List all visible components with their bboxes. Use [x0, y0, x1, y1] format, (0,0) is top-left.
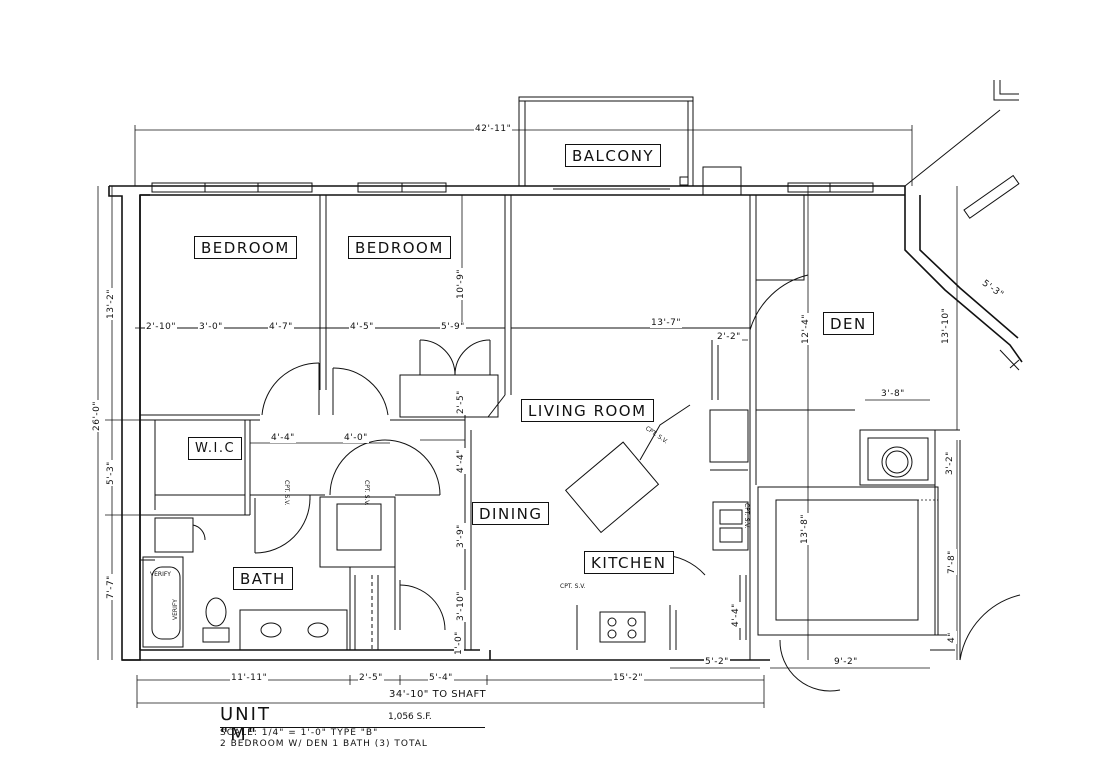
kitchen-label: KITCHEN — [584, 551, 674, 574]
unit-description: 2 BEDROOM W/ DEN 1 BATH (3) TOTAL — [220, 739, 428, 749]
cpt-sv-note-5: CPT. S.V. — [743, 503, 750, 529]
bed-w3-dim: 4'-7" — [268, 322, 294, 332]
balcony-label: BALCONY — [565, 144, 662, 167]
bed-depth-dim: 10'-9" — [456, 267, 466, 300]
den-height-dim: 12'-4" — [801, 312, 811, 345]
bottom-4-dim: 15'-2" — [612, 673, 645, 683]
shaft-w-dim: 3'-8" — [880, 389, 906, 399]
hall-4-dim: 1'-0" — [454, 630, 464, 656]
bed-w2-dim: 3'-0" — [198, 322, 224, 332]
unit-area: 1,056 S.F. — [388, 712, 432, 722]
hall-2-dim: 3'-9" — [456, 523, 466, 549]
balcony-outline — [518, 96, 694, 190]
unit-title: UNIT "M" — [220, 704, 271, 745]
closet-depth-dim: 2'-5" — [456, 389, 466, 415]
wic-w2-dim: 4'-0" — [343, 433, 369, 443]
left-bottom-dim: 7'-7" — [106, 574, 116, 600]
verify-note-2: VERIFY — [172, 599, 179, 620]
interior-walls — [140, 194, 961, 660]
bedroom-2-label: BEDROOM — [348, 236, 451, 259]
wic-label: W.I.C — [188, 437, 243, 460]
dining-label: DINING — [472, 502, 550, 525]
right-bottom-dim: 4" — [947, 631, 957, 644]
wic-w1-dim: 4'-4" — [270, 433, 296, 443]
right-lower-dim: 7'-8" — [947, 549, 957, 575]
bottom-1-dim: 11'-11" — [230, 673, 269, 683]
living-width-dim: 13'-7" — [650, 318, 683, 328]
den-right-dim: 13'-10" — [941, 306, 951, 345]
bath-label: BATH — [233, 567, 293, 590]
living-room-label: LIVING ROOM — [521, 399, 654, 422]
bed-w4-dim: 4'-5" — [349, 322, 375, 332]
overall-depth-dim: 26'-0" — [92, 399, 102, 432]
total-to-shaft-dim: 34'-10" TO SHAFT — [388, 689, 488, 700]
bottom-5-dim: 5'-2" — [704, 657, 730, 667]
left-mid-dim: 5'-3" — [106, 460, 116, 486]
unit-scale: SCALE: 1/4" = 1'-0" TYPE "B" — [220, 728, 379, 738]
kitchen-h-dim: 4'-4" — [731, 602, 741, 628]
title-underline — [220, 727, 485, 728]
bottom-6-dim: 9'-2" — [833, 657, 859, 667]
exterior-walls — [108, 185, 1023, 661]
cpt-sv-note-2: CPT. S.V. — [363, 480, 370, 506]
kitchen-nook-dim: 2'-2" — [716, 332, 742, 342]
shaft-hatch — [757, 429, 939, 636]
elev-h-dim: 13'-8" — [800, 512, 810, 545]
shaft-h-dim: 3'-2" — [945, 450, 955, 476]
hall-1-dim: 4'-4" — [456, 448, 466, 474]
hall-3-dim: 3'-10" — [456, 589, 466, 622]
bed-w1-dim: 2'-10" — [145, 322, 178, 332]
bed-w5-dim: 5'-9" — [440, 322, 466, 332]
windows — [151, 166, 1020, 219]
verify-note-1: VERIFY — [150, 571, 171, 578]
den-label: DEN — [823, 312, 874, 335]
left-top-dim: 13'-2" — [106, 287, 116, 320]
cpt-sv-note-1: CPT. S.V. — [283, 480, 290, 506]
door-swings — [192, 274, 1021, 692]
corner-detail — [904, 80, 1020, 660]
cpt-sv-note-4: CPT. S.V. — [560, 583, 586, 590]
bedroom-1-label: BEDROOM — [194, 236, 297, 259]
bottom-2-dim: 2'-5" — [358, 673, 384, 683]
overall-width-dim: 42'-11" — [474, 124, 513, 134]
bottom-3-dim: 5'-4" — [428, 673, 454, 683]
